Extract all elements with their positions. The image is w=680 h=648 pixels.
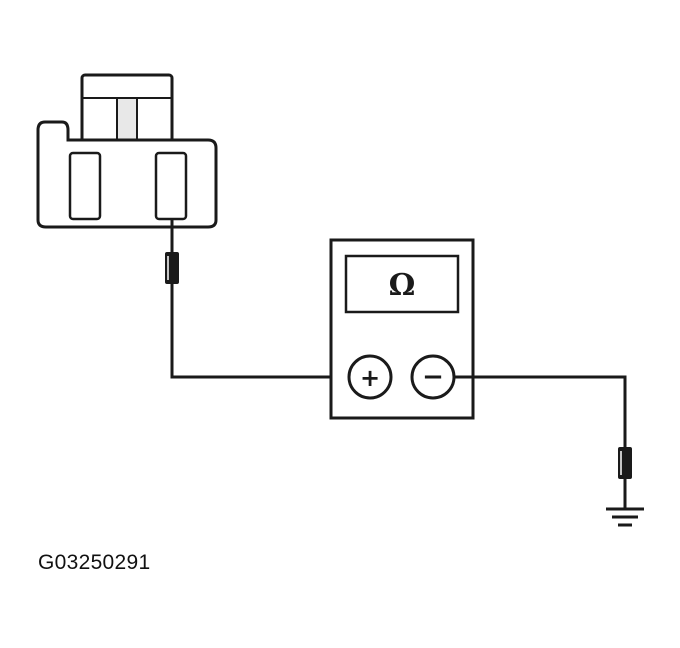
probe-lead-negative — [454, 375, 627, 508]
connector-pin-2 — [154, 151, 188, 221]
connector — [36, 73, 218, 229]
positive-terminal-sign: + — [360, 364, 380, 392]
positive-terminal — [347, 354, 393, 400]
ohmmeter: Ω + − — [329, 238, 475, 420]
connector-pin-1 — [68, 151, 102, 221]
probe-tip-positive — [165, 252, 179, 284]
ohm-symbol: Ω — [389, 268, 416, 303]
negative-terminal-sign: − — [422, 362, 444, 392]
figure-code: G03250291 — [38, 551, 151, 574]
connector-latch-slot — [116, 97, 138, 144]
probe-tip-negative — [618, 447, 632, 479]
meter-display — [344, 254, 460, 314]
probe-lead-positive — [170, 219, 348, 379]
ground-icon — [606, 507, 644, 527]
